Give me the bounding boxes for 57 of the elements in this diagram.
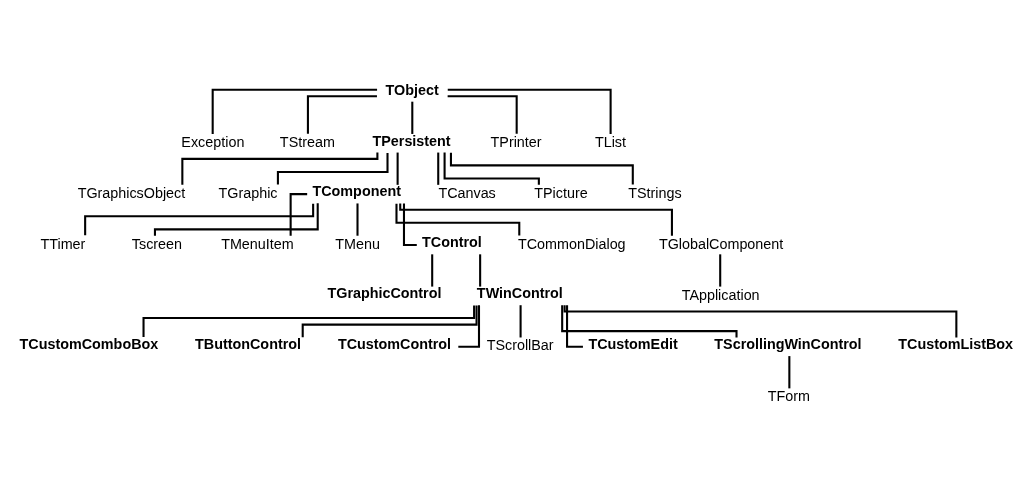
connector (788, 356, 791, 389)
connector (399, 203, 673, 236)
connector (449, 152, 634, 185)
node-text: TApplication (681, 286, 760, 303)
connector (181, 152, 379, 185)
node-text: TButtonControl (195, 336, 302, 353)
connector (211, 88, 378, 134)
node-text: TPicture (534, 184, 588, 201)
connector (289, 193, 308, 236)
node-text: TObject (385, 81, 439, 98)
connector (431, 254, 434, 287)
connector (447, 95, 518, 134)
node-text: TGraphicControl (327, 285, 442, 302)
connector (306, 95, 377, 134)
connector (396, 152, 399, 185)
node-text: TMenu (335, 235, 380, 252)
node-text: TCustomEdit (588, 336, 678, 353)
node-text: TMenuItem (221, 235, 294, 252)
node-text: TForm (767, 388, 811, 405)
node-text: TStrings (628, 184, 682, 201)
node-text: TGlobalComponent (658, 235, 784, 252)
connector (479, 254, 482, 287)
connector (458, 305, 481, 348)
connector (519, 305, 522, 338)
node-text: TTimer (40, 235, 86, 252)
node-text: TCommonDialog (517, 235, 626, 252)
node-text: TComponent (312, 183, 401, 200)
connector (563, 305, 958, 338)
node-text: TScrollBar (486, 337, 554, 354)
connector (437, 152, 440, 185)
connector (719, 254, 722, 287)
node-text: TList (594, 133, 627, 150)
connector (402, 203, 417, 247)
connector (142, 305, 476, 338)
connector (301, 305, 478, 338)
node-text: TStream (279, 133, 335, 150)
connector (411, 101, 414, 134)
node-text: TPrinter (490, 133, 542, 150)
node-text: TGraphicsObject (77, 184, 186, 201)
connector (566, 305, 583, 348)
connector (276, 152, 389, 185)
node-text: TCustomListBox (898, 336, 1014, 353)
node-text: Tscreen (131, 235, 183, 252)
connector (447, 88, 612, 134)
node-text: TWinControl (476, 285, 563, 302)
node-text: TGraphic (218, 184, 278, 201)
node-text: TCanvas (438, 184, 496, 201)
connector (356, 203, 359, 236)
node-text: Exception (181, 133, 245, 150)
node-text: TScrollingWinControl (714, 336, 862, 353)
node-text: TCustomComboBox (19, 336, 159, 353)
connector (443, 152, 540, 185)
node-text: TControl (422, 234, 482, 251)
node-text: TPersistent (372, 132, 451, 149)
connector (153, 203, 319, 236)
connector (84, 203, 315, 236)
node-text: TCustomControl (337, 336, 452, 353)
